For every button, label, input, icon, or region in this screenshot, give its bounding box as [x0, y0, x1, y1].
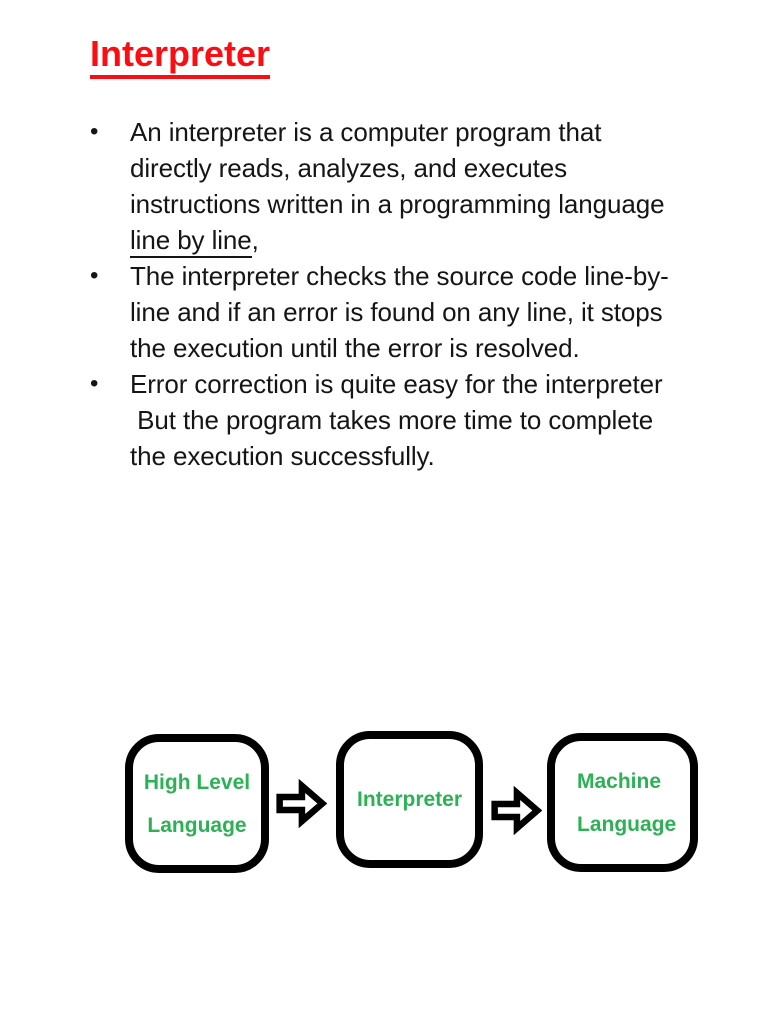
bullet-line: Error correction is quite easy for the i…: [130, 369, 663, 399]
page-title: Interpreter: [90, 34, 271, 79]
bullet-text: Error correction is quite easy for the i…: [130, 366, 715, 474]
flow-box-high-level-language: High Level Language: [125, 734, 269, 873]
box-label-line: Machine: [577, 769, 662, 793]
box-label-line: High Level: [143, 770, 251, 794]
bullet-item: • Error correction is quite easy for the…: [90, 366, 715, 474]
title-block: Interpreter: [90, 34, 271, 79]
bullet-text: An interpreter is a computer program tha…: [130, 114, 715, 258]
bullet-item: • An interpreter is a computer program t…: [90, 114, 715, 258]
bullet-line: directly reads, analyzes, and executes: [130, 153, 567, 183]
phrase-tail: ,: [251, 225, 259, 255]
box-label-line: Language: [577, 812, 677, 836]
bullet-text: The interpreter checks the source code l…: [130, 258, 715, 366]
flow-box-machine-language: Machine Language: [547, 733, 698, 872]
flow-box-interpreter: Interpreter: [336, 731, 483, 868]
bullet-line: line by line,: [130, 222, 715, 258]
flow-arrow-icon: [275, 779, 327, 828]
bullet-line: instructions written in a programming la…: [130, 189, 665, 219]
bullet-marker: •: [90, 370, 99, 397]
bullet-line: the execution until the error is resolve…: [130, 333, 580, 363]
bullet-line: The interpreter checks the source code l…: [130, 261, 669, 291]
box-label-line: Interpreter: [356, 788, 463, 811]
bullet-line: But the program takes more time to compl…: [130, 405, 654, 435]
box-label-line: Language: [147, 813, 247, 837]
bullet-line: the execution successfully.: [130, 441, 435, 471]
bullet-line: An interpreter is a computer program tha…: [130, 117, 602, 147]
bullet-item: • The interpreter checks the source code…: [90, 258, 715, 366]
bullet-marker: •: [90, 118, 99, 145]
bullet-list: • An interpreter is a computer program t…: [90, 114, 715, 474]
bullet-marker: •: [90, 262, 99, 289]
bullet-line: line and if an error is found on any lin…: [130, 297, 663, 327]
underlined-phrase: line by line: [130, 225, 252, 258]
flow-arrow-icon: [490, 786, 542, 835]
